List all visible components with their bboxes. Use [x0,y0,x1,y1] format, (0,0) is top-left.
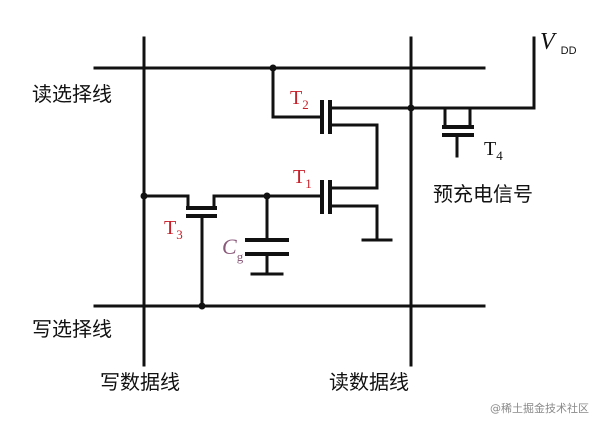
read-select-line-label: 读选择线 [32,82,112,106]
junction-dot [198,302,206,310]
t2-label: T2 [290,87,309,112]
transistor-t1 [265,180,393,242]
precharge-signal-label: 预充电信号 [433,182,533,206]
t3-label: T3 [164,217,183,242]
read-data-line-label: 读数据线 [329,370,409,394]
junction-dot [140,192,148,200]
t4-label: T4 [484,138,503,163]
junction-dot [269,64,277,72]
watermark: @稀土掘金技术社区 [490,401,589,415]
junction-dot [263,192,271,200]
write-select-line-label: 写选择线 [32,317,112,341]
transistor-t3 [142,194,269,308]
transistor-t4 [442,106,474,158]
write-data-line-label: 写数据线 [100,370,180,394]
capacitor-cg [245,194,289,276]
transistor-t2 [271,36,536,190]
cg-label: Cg [222,234,244,264]
t1-label: T1 [293,166,312,191]
junction-dot [407,104,415,112]
